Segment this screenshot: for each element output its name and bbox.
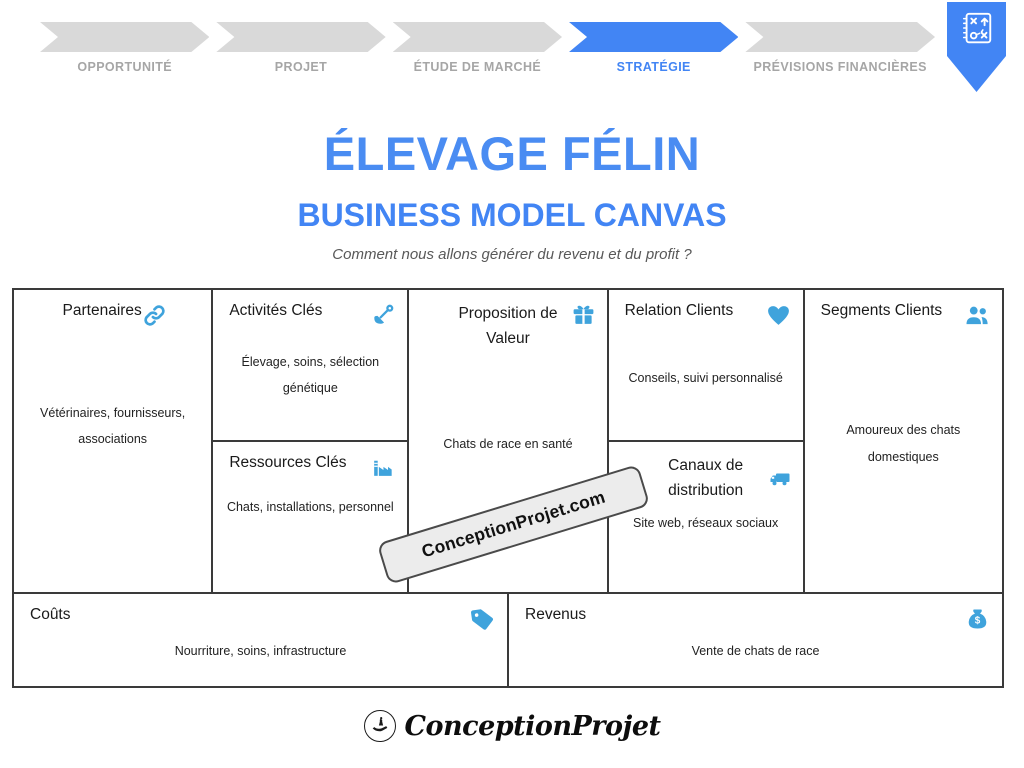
page-title: ÉLEVAGE FÉLIN [323, 127, 701, 180]
cell-title: Coûts [30, 606, 71, 623]
cell-content: Chats de race en santé [443, 436, 573, 451]
factory-icon [374, 460, 392, 476]
cell-content: Nourriture, soins, infrastructure [174, 644, 347, 658]
tag-icon [471, 609, 493, 630]
cell-title: Segments Clients [820, 302, 943, 319]
cell-title: Partenaires [62, 302, 142, 319]
users-icon [966, 306, 988, 325]
cell-partenaires: Partenaires Vétérinaires, fournisseurs, … [14, 290, 214, 592]
business-model-canvas: Partenaires Vétérinaires, fournisseurs, … [12, 288, 1004, 688]
cell-content: Conseils, suivi personnalisé [628, 370, 783, 385]
cell-revenus: Revenus $ Vente de chats de race [509, 594, 1002, 686]
cell-title: Canaux de distribution [668, 457, 744, 499]
strategy-pennant [947, 2, 1006, 92]
nav-step-label: PRÉVISIONS FINANCIÈRES [753, 60, 927, 74]
footer-brand: ConceptionProjet [0, 710, 1024, 742]
link-icon [144, 305, 165, 326]
cell-content: Site web, réseaux sociaux [633, 515, 779, 530]
money-bag-icon: $ [968, 609, 987, 629]
nav-step-label: PROJET [274, 60, 328, 74]
nav-step-etude-de-marche[interactable]: ÉTUDE DE MARCHÉ [393, 22, 562, 74]
cell-couts: Coûts Nourriture, soins, infrastructure [14, 594, 509, 686]
cell-content: Amoureux des chats domestiques [846, 423, 961, 464]
chevron-arrow [40, 22, 209, 52]
nav-step-label: STRATÉGIE [616, 60, 691, 74]
hand-holding-icon [363, 710, 396, 742]
footer-brand-name: ConceptionProjet [404, 710, 661, 742]
cell-proposition-de-valeur: Proposition de Valeur Chats de race en s… [409, 290, 609, 592]
chevron-arrow [393, 22, 562, 52]
page-subtitle: BUSINESS MODEL CANVAS [297, 197, 727, 233]
cell-title: Relation Clients [624, 302, 734, 319]
nav-step-previsions-financieres[interactable]: PRÉVISIONS FINANCIÈRES [745, 22, 935, 74]
nav-step-strategie[interactable]: STRATÉGIE [569, 22, 738, 74]
chevron-arrow [216, 22, 385, 52]
cell-title: Ressources Clés [229, 454, 347, 471]
strategy-board-icon [962, 12, 991, 44]
process-nav: OPPORTUNITÉ PROJET ÉTUDE DE MARCHÉ STRAT… [40, 22, 935, 74]
heart-icon [767, 306, 789, 325]
cell-activites-cles: Activités Clés Élevage, soins, sélection… [213, 290, 408, 442]
cell-content: Chats, installations, personnel [226, 500, 394, 514]
truck-icon [770, 473, 790, 486]
chevron-arrow [745, 22, 935, 52]
column-activities-resources: Activités Clés Élevage, soins, sélection… [213, 290, 410, 592]
nav-step-projet[interactable]: PROJET [216, 22, 385, 74]
cell-title: Revenus [525, 606, 587, 623]
svg-text:$: $ [975, 616, 981, 627]
cell-ressources-cles: Ressources Clés Chats, installations, pe… [213, 442, 407, 592]
cell-relation-clients: Relation Clients Conseils, suivi personn… [608, 290, 803, 442]
cell-content: Élevage, soins, sélection génétique [241, 354, 380, 395]
gift-icon [573, 305, 594, 324]
chevron-arrow [569, 22, 738, 52]
nav-step-label: OPPORTUNITÉ [77, 60, 173, 74]
nav-step-label: ÉTUDE DE MARCHÉ [413, 60, 542, 74]
cell-content: Vétérinaires, fournisseurs, associations [40, 405, 186, 446]
cell-segments-clients: Segments Clients Amoureux des chats dome… [805, 290, 1002, 592]
cell-content: Vente de chats de race [691, 644, 820, 658]
cell-title: Activités Clés [229, 302, 323, 319]
page-tagline: Comment nous allons générer du revenu et… [332, 246, 692, 263]
column-relations-channels: Relation Clients Conseils, suivi personn… [608, 290, 805, 592]
nav-step-opportunite[interactable]: OPPORTUNITÉ [40, 22, 209, 74]
cell-title: Proposition de Valeur [458, 305, 558, 347]
shovel-icon [374, 304, 394, 324]
cell-canaux-de-distribution: Canaux de distribution Site web, réseaux [609, 442, 803, 592]
